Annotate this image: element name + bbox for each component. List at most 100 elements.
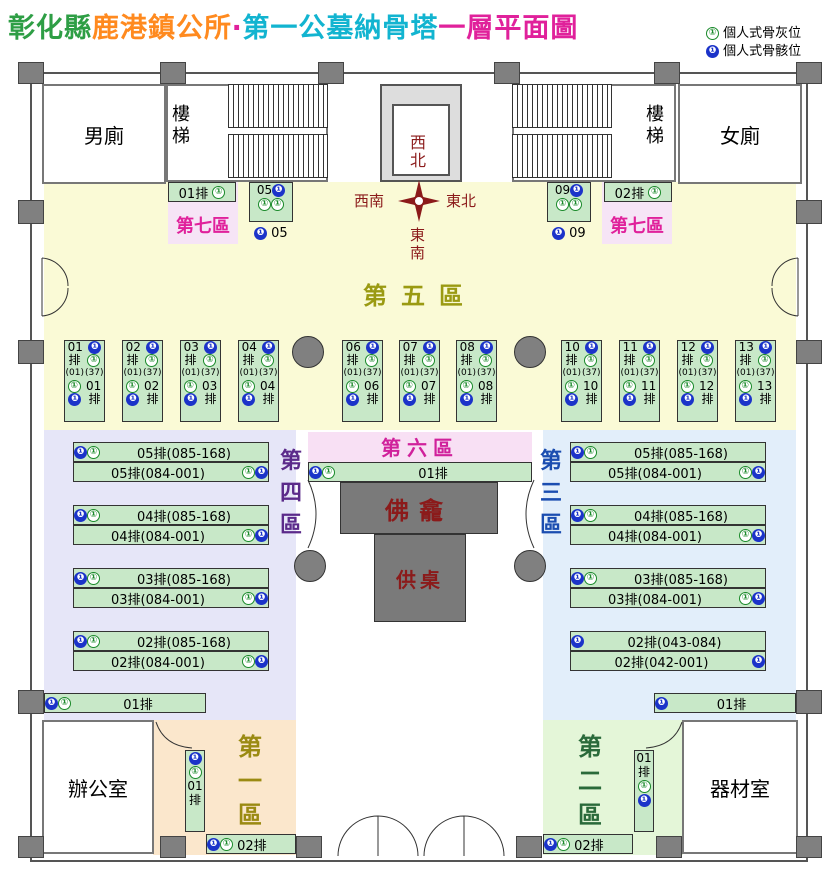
stairs-right-upper: [512, 84, 612, 128]
pillar: [160, 836, 186, 858]
pillar: [796, 200, 822, 224]
pillar: [494, 62, 520, 84]
z7-left-row[interactable]: 01排 ①: [168, 182, 236, 202]
z7-label-09: ❶ 09: [552, 226, 586, 241]
pillar: [18, 340, 44, 364]
zone5-label: 第五區: [363, 282, 477, 310]
stairs-left-lower: [228, 134, 328, 178]
zone2-label: 第二區: [578, 733, 602, 829]
elevator-label: 西北: [410, 133, 427, 170]
womens-restroom: 女廁: [678, 84, 802, 184]
pillar: [318, 62, 344, 84]
title-office: 鹿港鎮公所: [92, 13, 232, 44]
zone6-label: 第六區: [381, 436, 459, 460]
arc-zone2-icon: [645, 721, 683, 749]
zone6-area: [308, 432, 532, 462]
round-pillar: [294, 550, 326, 582]
pillar: [656, 836, 682, 858]
zone7-left-label: 第七區: [176, 216, 230, 237]
stairs-right-label: 樓梯: [646, 104, 664, 147]
round-pillar: [292, 336, 324, 368]
round-pillar: [514, 550, 546, 582]
pillar: [18, 836, 44, 858]
entrance-doors-icon: [337, 815, 505, 857]
pillar: [296, 836, 322, 858]
legend-bone: ❶ 個人式骨骸位: [706, 40, 801, 59]
compass-west: 西南: [354, 192, 385, 210]
office-room: 辦公室: [42, 720, 154, 854]
buddha-shrine: 佛龕: [340, 482, 498, 534]
title-facility: 第一公墓納骨塔: [242, 13, 439, 44]
pillar: [18, 690, 44, 714]
pillar: [796, 62, 822, 84]
pillar: [654, 62, 680, 84]
arc-zone1-icon: [155, 721, 193, 749]
zone1-area: [153, 720, 296, 855]
pillar: [796, 340, 822, 364]
z7-right-row[interactable]: 02排 ①: [604, 182, 672, 202]
mens-restroom: 男廁: [42, 84, 166, 184]
title-floorplan: 一層平面圖: [438, 13, 579, 44]
compass-icon: [398, 180, 440, 222]
pillar: [516, 836, 542, 858]
offering-table: 供桌: [374, 534, 466, 622]
zone7-right-label: 第七區: [610, 216, 664, 237]
stairs-right-lower: [512, 134, 612, 178]
arc-right-icon: [525, 479, 535, 549]
stairs-left-label: 樓梯: [172, 104, 190, 147]
compass-east: 東北: [446, 192, 477, 210]
pillar: [796, 690, 822, 714]
zone1-label: 第一區: [238, 733, 262, 829]
stairs-left-upper: [228, 84, 328, 128]
pillar: [18, 200, 44, 224]
round-pillar: [514, 336, 546, 368]
pillar: [160, 62, 186, 84]
zone4-label: 第四區: [279, 449, 302, 538]
equipment-room: 器材室: [682, 720, 798, 854]
title-county: 彰化縣: [8, 13, 92, 44]
side-door-right-icon: [771, 257, 799, 317]
title-dot: ‧: [232, 13, 243, 44]
compass-south: 東南: [410, 226, 426, 262]
z7-label-05: ❶ 05: [254, 226, 288, 241]
z3-row-lower[interactable]: 02排(042-001)❶: [570, 651, 766, 671]
side-door-left-icon: [41, 257, 69, 317]
pillar: [18, 62, 44, 84]
elevator-car: [392, 104, 450, 176]
